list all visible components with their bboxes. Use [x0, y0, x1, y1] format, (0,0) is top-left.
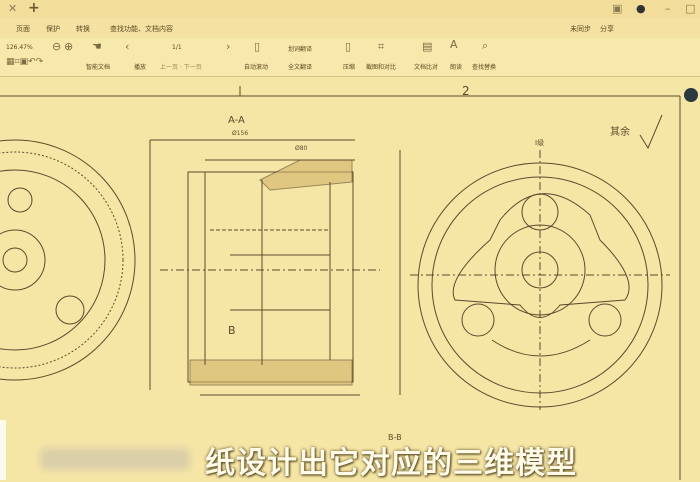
toolbar-button[interactable]: 朗读 [450, 64, 463, 71]
section-view-a-a [149, 139, 401, 396]
toolbar-button[interactable]: 自动滚动 [244, 64, 269, 71]
compress-icon[interactable]: ▯ [345, 40, 352, 53]
window-layout-icon[interactable]: ▣ [612, 2, 623, 15]
search-icon[interactable]: ⌕ [482, 39, 489, 52]
dimension: Ø156 [232, 130, 248, 137]
zoom-out-icon[interactable]: ⊖ [52, 40, 62, 53]
maximize-icon[interactable]: □ [685, 2, 696, 15]
left-wheel-view [0, 139, 136, 381]
toolbar-button[interactable]: 智能文档 [86, 64, 111, 71]
plus-icon[interactable]: + [28, 0, 40, 16]
engineering-drawing: 2 A-A Ø156 Ø80 Ⅰ级 其余 B B-B [0, 84, 681, 480]
scroll-icon[interactable]: ▯ [254, 40, 261, 53]
toolbar-button[interactable]: 播放 [134, 64, 147, 71]
toolbar-button[interactable]: 压缩 [343, 64, 356, 71]
edge-glare [0, 420, 6, 480]
toolbar: 126.47% ⊖ ⊕ ☚ ‹ 1/1 › ▯ 划词翻译 ▯ ⌗ ▤ A ⌕ ▦… [0, 38, 700, 77]
tool-icons[interactable]: ▦⌗▣↶↷ [6, 57, 44, 67]
front-view [410, 150, 670, 410]
section-label-b: B-B [388, 433, 402, 442]
toolbar-button[interactable]: 查找替换 [472, 64, 497, 71]
share-button[interactable]: 分享 [600, 25, 614, 33]
minimize-icon[interactable]: – [665, 2, 671, 15]
tab-bar: ✕ + ▣ ● – □ [0, 0, 700, 18]
section-label: A-A [228, 115, 245, 126]
compare-icon[interactable]: ▤ [422, 40, 433, 53]
roughness-note: 其余 [610, 125, 630, 138]
menu-item[interactable]: 保护 [46, 25, 60, 33]
zoom-level[interactable]: 126.47% [6, 44, 33, 51]
blurred-caption [40, 448, 190, 470]
menu-item[interactable]: 页面 [16, 25, 30, 33]
sync-status[interactable]: 未同步 [570, 25, 591, 33]
roughness-symbol [639, 114, 663, 150]
zoom-in-icon[interactable]: ⊕ [64, 40, 74, 53]
word-translate-button[interactable]: 划词翻译 [288, 46, 313, 53]
toolbar-button[interactable]: 文档比对 [414, 64, 439, 71]
menu-item[interactable]: 转换 [76, 25, 90, 33]
dimension: Ø80 [295, 145, 308, 152]
zone-number: 2 [462, 84, 470, 98]
view-title: Ⅰ级 [535, 138, 544, 147]
menu-bar: 页面 保护 转换 查找功能、文档内容 未同步 分享 [0, 18, 700, 38]
avatar[interactable]: ● [636, 2, 646, 15]
prev-page-icon[interactable]: ‹ [125, 40, 130, 53]
hand-icon[interactable]: ☚ [92, 40, 102, 53]
toolbar-button[interactable]: 上一页 · 下一页 [160, 64, 202, 71]
video-subtitle: 纸设计出它对应的三维模型 [205, 446, 577, 481]
floating-assistant-button[interactable] [684, 88, 698, 102]
toolbar-button[interactable]: 全文翻译 [288, 64, 313, 71]
toolbar-button[interactable]: 截图和对比 [366, 64, 397, 71]
read-aloud-icon[interactable]: A [450, 38, 458, 51]
screenshot-icon[interactable]: ⌗ [378, 40, 385, 53]
close-icon[interactable]: ✕ [8, 2, 18, 15]
next-page-icon[interactable]: › [226, 40, 231, 53]
page-number[interactable]: 1/1 [172, 44, 182, 51]
search-input[interactable]: 查找功能、文档内容 [110, 25, 173, 33]
view-label: B [228, 324, 236, 337]
